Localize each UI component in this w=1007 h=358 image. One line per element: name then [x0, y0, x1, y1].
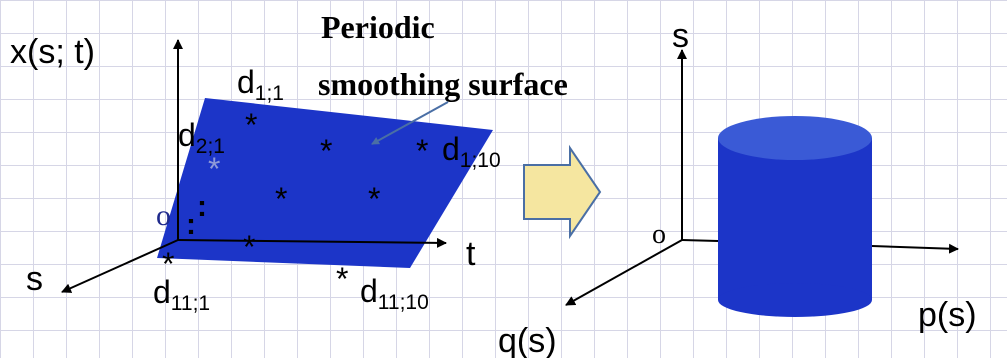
- y-axis-label: x(s; t): [10, 33, 95, 71]
- right-p-axis: [681, 239, 719, 242]
- t-axis-label: t: [466, 235, 476, 273]
- cylinder-body: [718, 138, 872, 300]
- star-mark: *: [162, 246, 174, 282]
- right-diagram: s p(s) q(s) o: [498, 17, 977, 358]
- t-axis: [177, 237, 447, 248]
- left-diagram: x(s; t) t s o Periodic smoothing surface…: [10, 9, 568, 315]
- callout-line-2: smoothing surface: [318, 66, 568, 102]
- callout-pointer: [371, 101, 449, 145]
- label-d-1-1: d1;1: [237, 64, 284, 105]
- cylinder-top: [718, 116, 872, 160]
- star-mark: *: [243, 229, 255, 265]
- ellipsis-mark: :: [186, 208, 196, 241]
- ellipsis-mark: :: [197, 190, 207, 223]
- origin-label: o: [156, 199, 171, 232]
- right-q-axis-label: q(s): [498, 322, 557, 358]
- right-s-axis-label: s: [672, 17, 689, 55]
- right-origin-label: o: [652, 219, 666, 250]
- callout-line-1: Periodic: [321, 9, 435, 45]
- star-mark: *: [275, 181, 287, 217]
- cylinder-bottom: [718, 283, 872, 317]
- label-d-1-10: d1;10: [442, 131, 501, 172]
- star-mark: *: [245, 107, 257, 143]
- star-mark-faded: *: [208, 151, 220, 187]
- s-axis: [61, 239, 179, 293]
- smoothing-surface: [157, 98, 493, 268]
- star-mark: *: [368, 181, 380, 217]
- right-p-axis-label: p(s): [918, 296, 977, 334]
- right-q-axis: [565, 239, 683, 306]
- right-p-axis: [871, 243, 959, 254]
- label-d-11-1: d11;1: [153, 274, 210, 315]
- s-axis-label: s: [26, 260, 43, 298]
- star-mark: *: [416, 133, 428, 169]
- label-d-11-10: d11;10: [360, 273, 429, 314]
- transform-arrow-icon: [523, 144, 602, 240]
- label-d-2-1: d2;1: [178, 117, 225, 158]
- star-mark: *: [336, 261, 348, 297]
- star-mark: *: [320, 133, 332, 169]
